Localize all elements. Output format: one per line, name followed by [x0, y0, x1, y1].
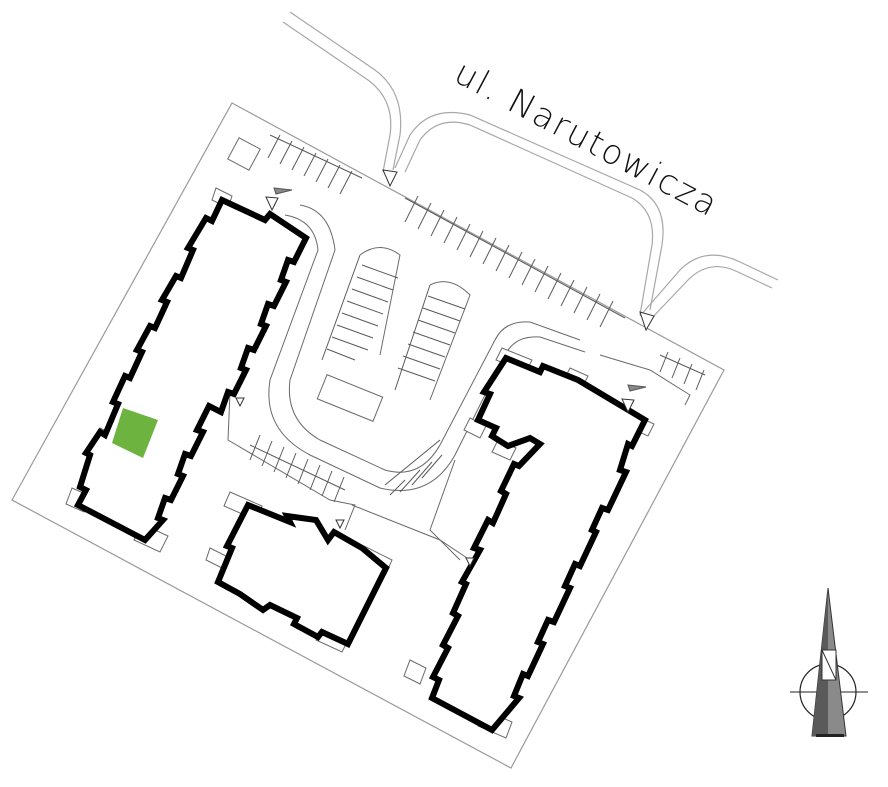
parking-lower-right — [384, 439, 443, 496]
parking-street-row — [404, 195, 626, 328]
building-b — [205, 491, 393, 653]
central-island — [316, 374, 384, 422]
building-c — [403, 347, 655, 739]
building-a — [65, 187, 310, 553]
entry-arrows — [235, 169, 655, 568]
north-arrow-icon — [790, 587, 868, 737]
highlighted-unit — [112, 408, 158, 458]
street-roads — [282, 11, 779, 321]
parking-right-corner — [659, 351, 706, 391]
parking-lower-row — [249, 434, 346, 503]
parking-central-left — [321, 247, 401, 361]
street-name-label: ul. Narutowicza — [448, 53, 726, 226]
site-boundary — [11, 102, 725, 769]
parking-central-right — [394, 281, 471, 401]
parking-top-left — [227, 134, 363, 195]
